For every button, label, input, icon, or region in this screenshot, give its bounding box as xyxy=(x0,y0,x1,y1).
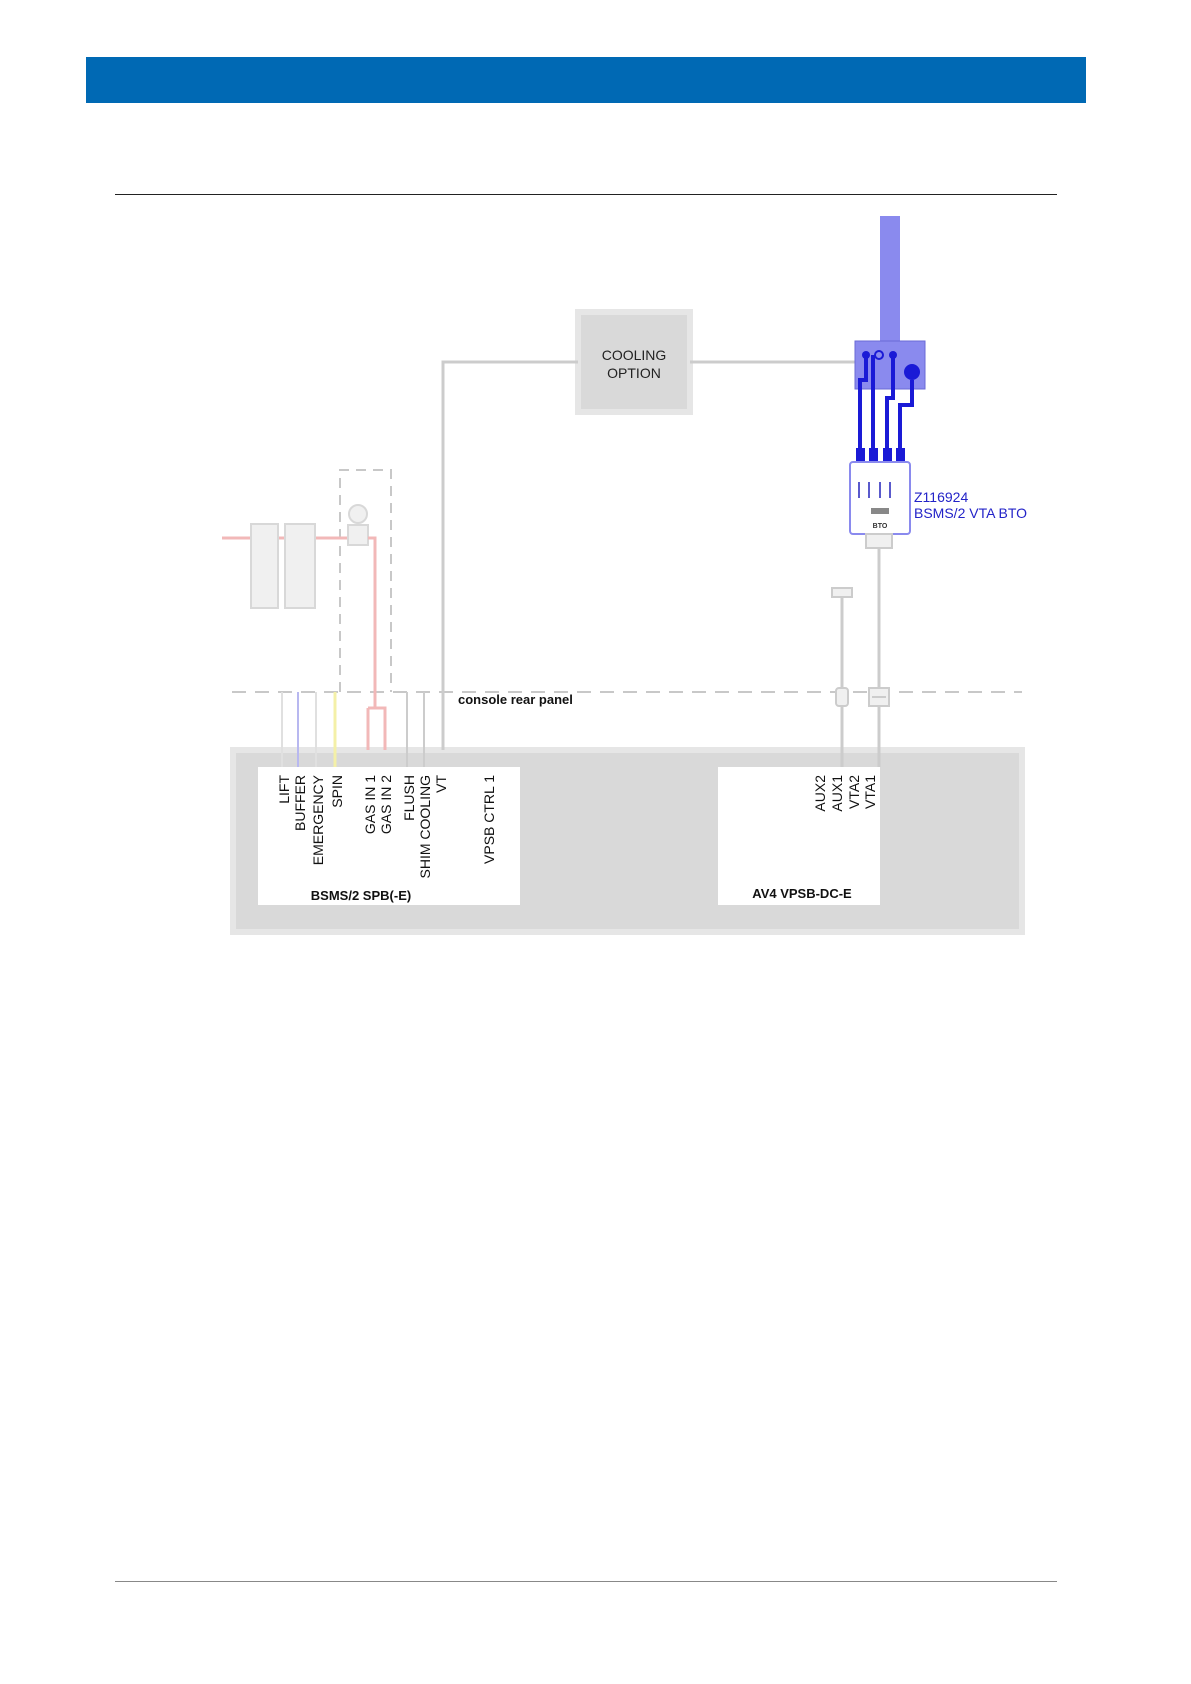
bto-device-text: BTO xyxy=(873,523,888,530)
bto-part-number: Z116924 xyxy=(914,489,968,505)
port-vpsb-ctrl-1: VPSB CTRL 1 xyxy=(481,775,497,864)
filter-1-icon xyxy=(251,524,278,608)
port-vt: VT xyxy=(433,775,449,793)
port-aux1: AUX1 xyxy=(829,775,845,812)
cooling-option-label-2: OPTION xyxy=(607,365,661,381)
port-spin: SPIN xyxy=(329,775,345,808)
port-vta1: VTA1 xyxy=(862,775,878,809)
port-aux2: AUX2 xyxy=(812,775,828,812)
aux-cable-plug xyxy=(832,588,852,597)
probe-connector-icon xyxy=(875,351,883,359)
port-lift: LIFT xyxy=(276,775,292,804)
aux-cable-connector xyxy=(836,688,848,706)
bto-name: BSMS/2 VTA BTO xyxy=(914,505,1027,521)
console-rear-panel-label: console rear panel xyxy=(458,692,573,707)
gas-to-spb-line xyxy=(368,538,375,708)
port-gas-in-2: GAS IN 2 xyxy=(378,775,394,834)
regulator-icon xyxy=(348,525,368,545)
probe-sensor-icon xyxy=(904,364,920,380)
port-gas-in-1: GAS IN 1 xyxy=(362,775,378,834)
gas-cabinet-outline xyxy=(340,470,391,692)
filter-2-icon xyxy=(285,524,315,608)
spb-board-title: BSMS/2 SPB(-E) xyxy=(311,888,411,903)
cooling-option-label-1: COOLING xyxy=(602,347,667,363)
vpsb-board-title: AV4 VPSB-DC-E xyxy=(752,886,852,901)
probe-body xyxy=(880,216,900,342)
port-shim-cooling: SHIM COOLING xyxy=(417,775,433,878)
port-emergency: EMERGENCY xyxy=(310,774,326,865)
bto-connector xyxy=(866,534,892,548)
port-vta2: VTA2 xyxy=(846,775,862,809)
port-flush: FLUSH xyxy=(401,775,417,821)
port-buffer: BUFFER xyxy=(292,775,308,831)
pressure-gauge-icon xyxy=(349,505,367,523)
